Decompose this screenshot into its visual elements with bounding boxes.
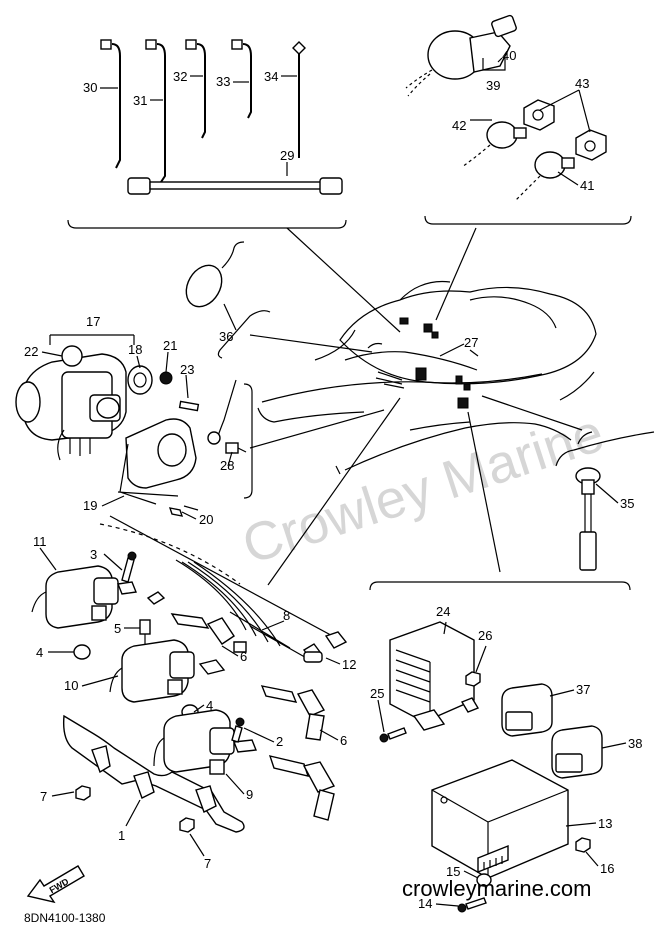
callout-9: 9 (246, 787, 253, 802)
wire-harness (99, 515, 348, 663)
callout-19: 19 (83, 498, 97, 513)
cable-tie-34 (292, 41, 306, 158)
callout-2: 2 (276, 734, 283, 749)
main-switch (405, 14, 517, 97)
part-36 (185, 241, 271, 359)
callout-27: 27 (464, 335, 478, 350)
callouts: 30 31 32 33 34 29 40 39 43 42 41 36 27 1… (24, 48, 642, 911)
callout-33: 33 (216, 74, 230, 89)
callout-41: 41 (580, 178, 594, 193)
callout-13: 13 (598, 816, 612, 831)
callout-39: 39 (486, 78, 500, 93)
switch-inset (405, 14, 632, 225)
callout-38: 38 (628, 736, 642, 751)
callout-4-lower: 4 (206, 698, 213, 713)
callout-16: 16 (600, 861, 614, 876)
rectifier-regulator (389, 621, 480, 731)
callout-20: 20 (199, 512, 213, 527)
part-35 (555, 431, 655, 571)
ignition-coils (31, 551, 336, 833)
callout-32: 32 (173, 69, 187, 84)
callout-35: 35 (620, 496, 634, 511)
callout-8: 8 (283, 608, 290, 623)
cable-tie-33 (231, 39, 252, 119)
callout-25: 25 (370, 686, 384, 701)
callout-30: 30 (83, 80, 97, 95)
callout-4-upper: 4 (36, 645, 43, 660)
callout-15: 15 (446, 864, 460, 879)
callout-3: 3 (90, 547, 97, 562)
protector-29 (127, 177, 343, 195)
cable-tie-30 (100, 39, 121, 169)
callout-29: 29 (280, 148, 294, 163)
callout-18: 18 (128, 342, 142, 357)
callout-24: 24 (436, 604, 450, 619)
callout-11: 11 (33, 534, 47, 549)
callout-12: 12 (342, 657, 356, 672)
callout-31: 31 (133, 93, 147, 108)
knob-41 (515, 151, 575, 201)
nut-43-lower (575, 129, 607, 161)
callout-10: 10 (64, 678, 78, 693)
inset-bracket (67, 219, 347, 229)
callout-43: 43 (575, 76, 589, 91)
cdi-unit (431, 759, 569, 879)
inset-bracket (369, 581, 631, 591)
cable-ties-inset (67, 39, 347, 229)
callout-6-upper: 6 (240, 649, 247, 664)
callout-21: 21 (163, 338, 177, 353)
cdi-assembly (15, 334, 253, 517)
cable-tie-32 (185, 39, 206, 139)
callout-5: 5 (114, 621, 121, 636)
cable-tie-31 (145, 39, 166, 183)
callout-14: 14 (418, 896, 432, 911)
leader-lines (249, 227, 583, 586)
drawing-code: 8DN4100-1380 (24, 911, 106, 925)
knob-42 (461, 121, 527, 168)
callout-28: 28 (220, 458, 234, 473)
callout-40: 40 (502, 48, 516, 63)
callout-26: 26 (478, 628, 492, 643)
callout-6-lower: 6 (340, 733, 347, 748)
site-url: crowleymarine.com (402, 876, 592, 901)
inset-bracket (424, 215, 632, 225)
callout-22: 22 (24, 344, 38, 359)
callout-7-left: 7 (40, 789, 47, 804)
callout-1: 1 (118, 828, 125, 843)
lower-right-inset (369, 581, 631, 913)
callout-42: 42 (452, 118, 466, 133)
callout-34: 34 (264, 69, 278, 84)
callout-37: 37 (576, 682, 590, 697)
callout-36: 36 (219, 329, 233, 344)
callout-7-bottom: 7 (204, 856, 211, 871)
snowmobile-outline (257, 280, 597, 475)
watermark: Crowley Marine (235, 403, 610, 576)
callout-17: 17 (86, 314, 100, 329)
fwd-arrow-icon: FWD (26, 865, 85, 904)
callout-23: 23 (180, 362, 194, 377)
nut-43-upper (523, 99, 555, 131)
